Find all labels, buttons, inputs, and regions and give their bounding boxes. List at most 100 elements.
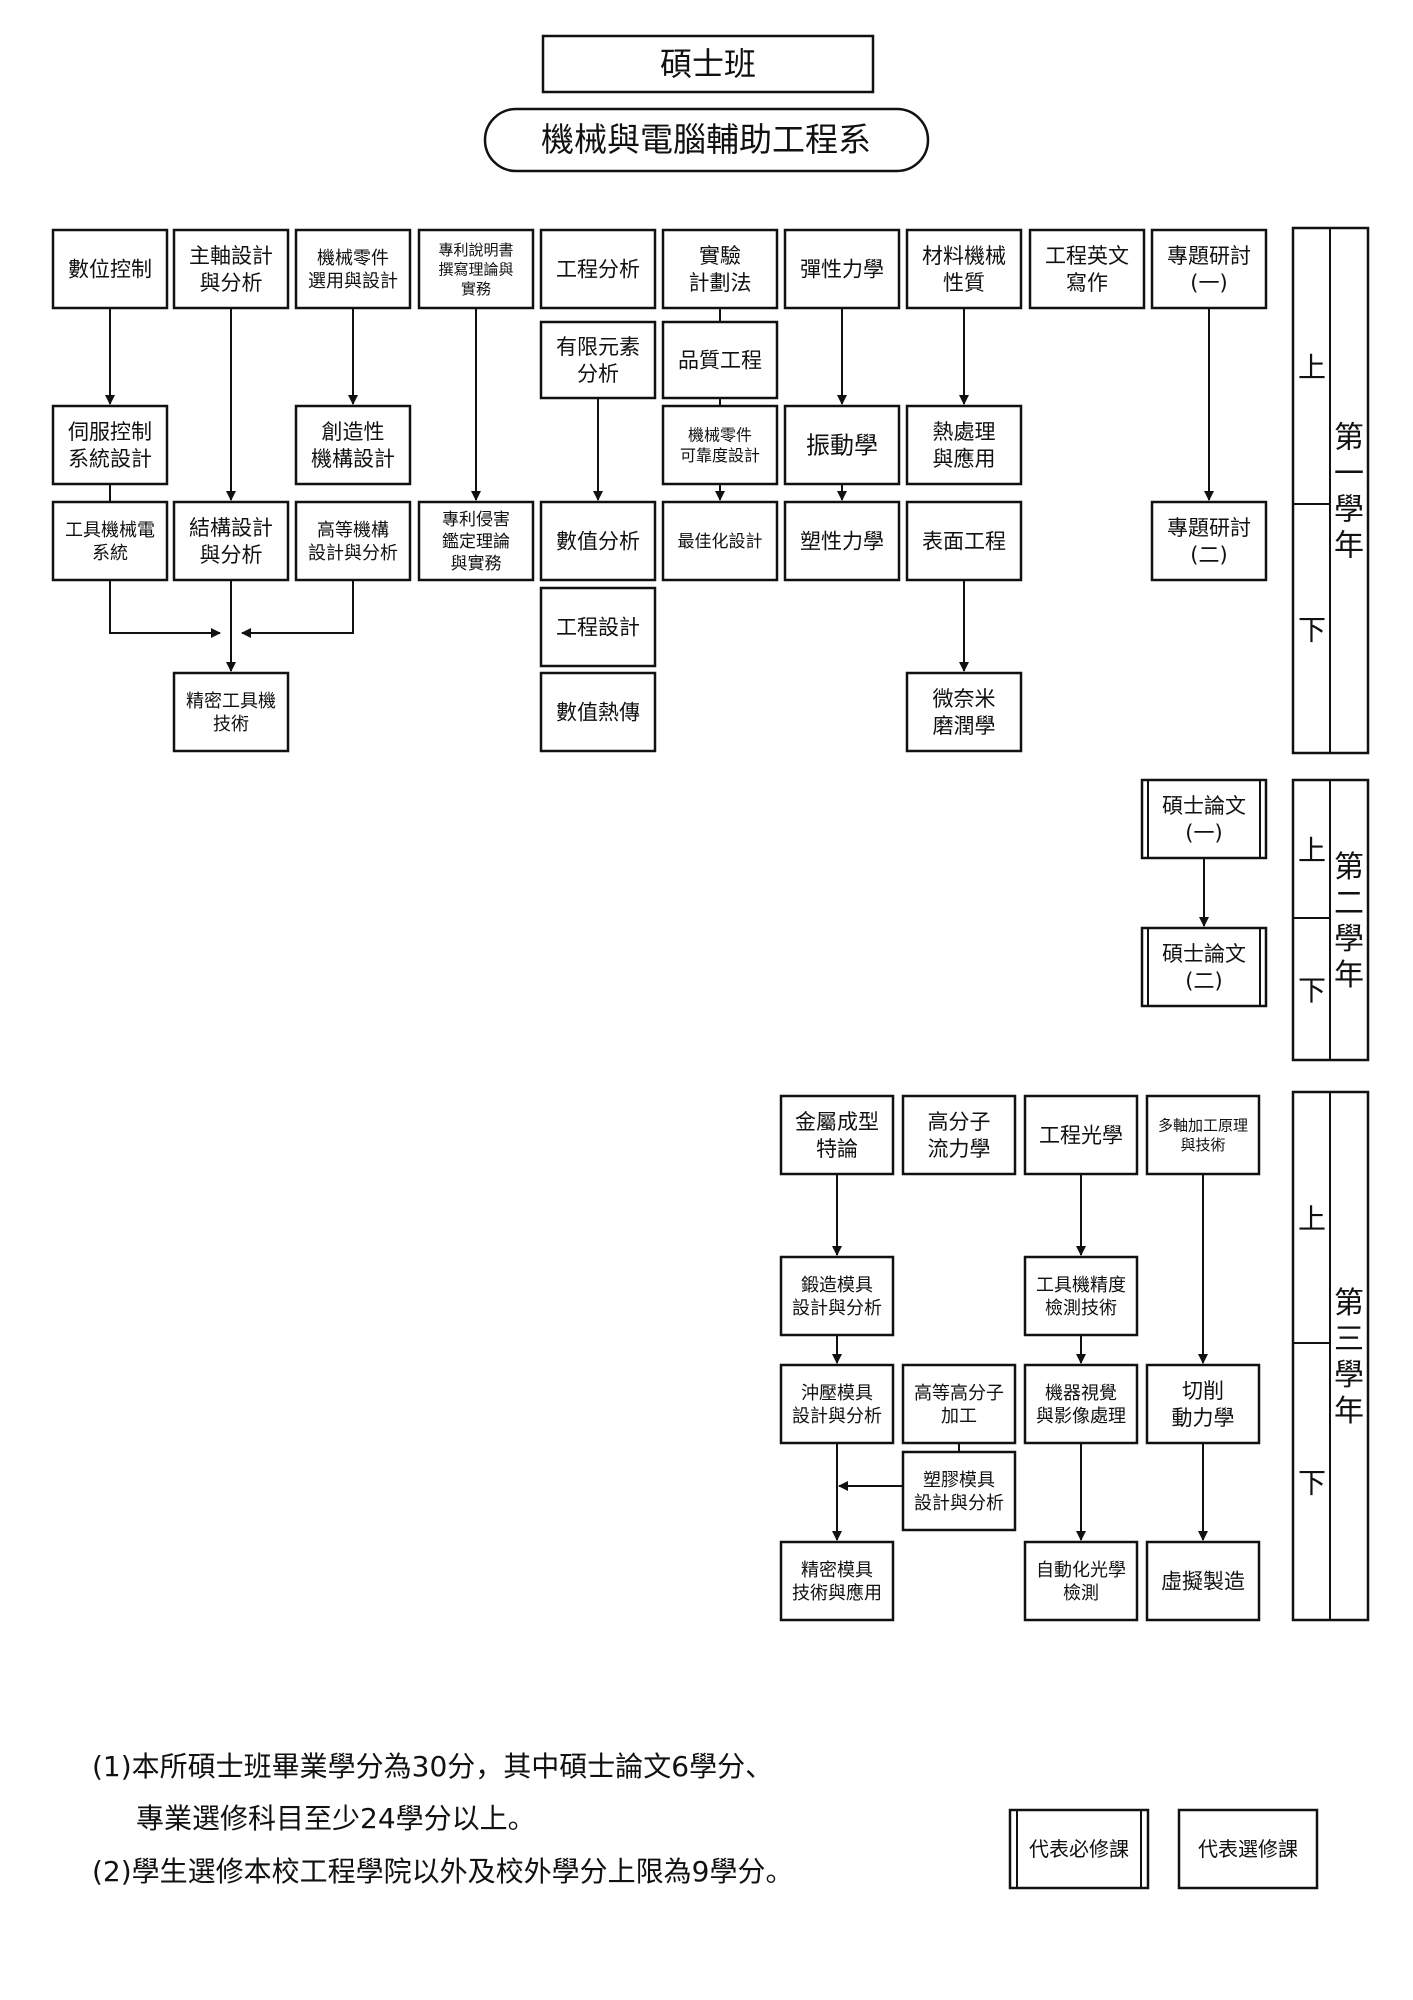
course-box-frame	[51, 228, 169, 310]
course-box-frame	[905, 404, 1023, 486]
course-label: 主軸設計	[189, 244, 273, 268]
course-box-frame	[783, 500, 901, 582]
course-label: 系統設計	[68, 447, 152, 471]
semester-lower-label: 下	[1298, 614, 1326, 647]
course-label: 設計與分析	[792, 1406, 882, 1427]
course-box-frame	[1023, 1363, 1139, 1445]
course-label: 結構設計	[189, 516, 273, 540]
course-label: (二)	[1185, 969, 1222, 993]
course-label: 與技術	[1180, 1136, 1225, 1154]
course-label: 設計與分析	[308, 543, 398, 564]
legend-elective-box	[1177, 1808, 1319, 1890]
course-box: 最佳化設計	[661, 500, 779, 582]
course-label: 選用與設計	[308, 271, 398, 292]
department-title: 機械與電腦輔助工程系	[541, 120, 871, 159]
course-box-frame	[1150, 500, 1268, 582]
course-box: 專題研討(二)	[1150, 500, 1268, 582]
course-box-frame	[539, 671, 657, 753]
course-box-frame	[1140, 926, 1268, 1008]
course-box-frame	[779, 1094, 895, 1176]
course-label: 計劃法	[689, 271, 752, 295]
legend-required-box	[1008, 1808, 1150, 1890]
note-2: 專業選修科目至少24學分以上。	[136, 1802, 536, 1835]
semester-lower-label: 下	[1298, 974, 1326, 1007]
course-box: 碩士論文 (二)	[1140, 926, 1268, 1008]
course-label: 與應用	[933, 447, 996, 471]
course-label: 設計與分析	[914, 1493, 1004, 1514]
course-label: 品質工程	[678, 349, 762, 373]
course-box-frame	[779, 1255, 895, 1337]
course-label: 與影像處理	[1036, 1406, 1126, 1427]
course-label: 機械零件	[317, 248, 389, 269]
course-label: 機器視覺	[1045, 1383, 1117, 1404]
course-label: 與實務	[451, 554, 502, 574]
course-label: 設計與分析	[792, 1298, 882, 1319]
course-box-frame	[901, 1094, 1017, 1176]
course-box-frame	[1145, 1094, 1261, 1176]
course-box: 工程設計	[539, 586, 657, 668]
course-box: 虛擬製造	[1145, 1540, 1261, 1622]
course-label: 檢測	[1063, 1583, 1099, 1604]
course-box: 表面工程	[905, 500, 1023, 582]
course-box-frame	[1023, 1094, 1139, 1176]
course-label: 鍛造模具	[801, 1275, 873, 1296]
note-3: (2)學生選修本校工程學院以外及校外學分上限為9學分。	[92, 1855, 794, 1888]
course-label: 工程英文	[1045, 244, 1129, 268]
course-label: 最佳化設計	[678, 532, 763, 552]
course-label: 有限元素	[556, 335, 640, 359]
legend: 代表必修課代表選修課	[1008, 1808, 1319, 1890]
course-label: 專利說明書	[438, 241, 513, 259]
course-box: 專題研討(一)	[1150, 228, 1268, 310]
course-box-frame	[539, 586, 657, 668]
course-box-frame	[779, 1363, 895, 1445]
course-box-frame	[661, 320, 779, 400]
legend-required: 代表必修課	[1008, 1808, 1150, 1890]
year-label: 第一學年	[1334, 421, 1364, 564]
course-box-frame	[1028, 228, 1146, 310]
course-box: 工程光學	[1023, 1094, 1139, 1176]
course-box-frame	[661, 500, 779, 582]
course-box: 數值熱傳	[539, 671, 657, 753]
legend-required-label: 代表必修課	[1029, 1837, 1129, 1861]
course-label: 創造性	[322, 420, 385, 444]
course-box-frame	[1140, 778, 1268, 860]
course-label: 碩士論文	[1162, 942, 1246, 966]
course-label: 實務	[461, 280, 491, 298]
course-box-frame	[51, 404, 169, 486]
course-box-frame	[417, 228, 535, 310]
course-label: 工程分析	[556, 258, 640, 282]
course-box-frame	[783, 228, 901, 310]
course-label: 技術	[213, 714, 249, 735]
course-label: 精密模具	[801, 1560, 873, 1581]
course-label: 系統	[92, 543, 128, 564]
course-label: 性質	[943, 271, 985, 295]
course-label: 檢測技術	[1045, 1298, 1117, 1319]
course-box-frame	[1023, 1255, 1139, 1337]
course-box-frame	[294, 228, 412, 310]
course-label: 伺服控制	[68, 420, 152, 444]
course-label: 多軸加工原理	[1158, 1117, 1248, 1135]
course-label: 寫作	[1066, 271, 1108, 295]
course-box-frame	[1145, 1363, 1261, 1445]
course-label: 分析	[577, 362, 619, 386]
department-box	[483, 107, 930, 173]
course-label: 表面工程	[922, 530, 1006, 554]
course-label: 塑性力學	[800, 530, 884, 554]
course-label: 自動化光學	[1036, 1560, 1126, 1581]
